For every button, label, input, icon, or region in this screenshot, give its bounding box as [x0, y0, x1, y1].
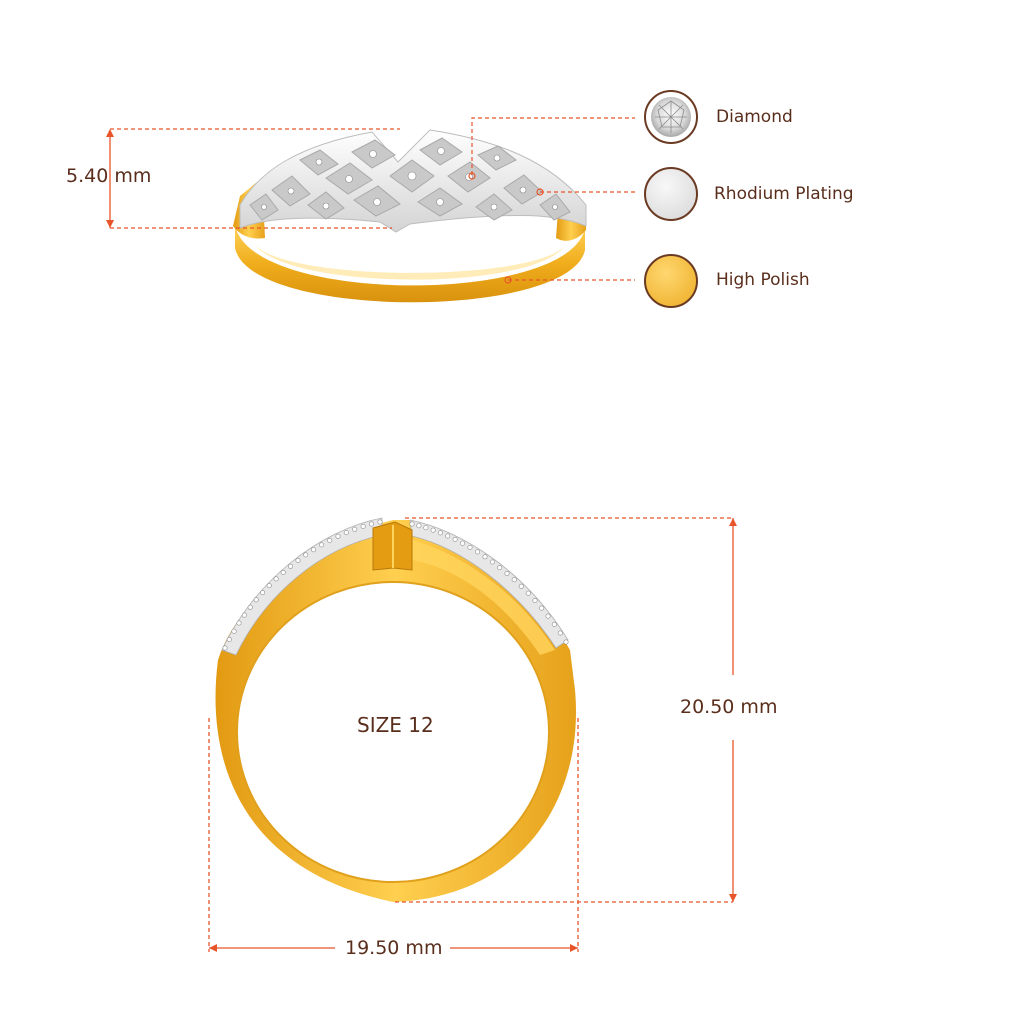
pave-dot [445, 533, 451, 539]
ring-height-label: 20.50 mm [680, 696, 778, 718]
pave-dot [474, 549, 480, 555]
pave-dot [525, 590, 531, 596]
legend-rhodium-label: Rhodium Plating [714, 184, 854, 204]
top-height-label: 5.40 mm [66, 165, 152, 187]
legend-high-polish-label: High Polish [716, 270, 810, 290]
pave-dot [545, 613, 551, 619]
pave-dot [459, 540, 465, 546]
pave-dot [437, 530, 443, 536]
legend-diamond-label: Diamond [716, 107, 793, 127]
diamond-gem-icon [644, 90, 698, 144]
ring-height-dimension [395, 517, 737, 903]
pave-dot [222, 645, 228, 651]
pave-dot [241, 612, 247, 618]
pave-dot [303, 552, 309, 558]
legend-leader-dots [468, 172, 544, 284]
pave-dot [287, 563, 293, 569]
legend-leaders [471, 117, 635, 281]
ring-front-view [233, 129, 587, 303]
pave-dot [247, 604, 253, 610]
ring-inner-shine [255, 245, 565, 280]
pave-dot [423, 525, 429, 531]
pave-dot [511, 577, 517, 583]
pave-dot [231, 628, 237, 634]
pave-dot [539, 605, 545, 611]
pave-dot [335, 533, 341, 539]
pave-dot [489, 559, 495, 565]
ring-side-view [215, 517, 577, 902]
pave-dot [253, 597, 259, 603]
pave-dot [377, 519, 383, 525]
pave-diamonds [261, 147, 558, 211]
ring-pave-edge-left [221, 517, 383, 656]
pave-dot [360, 523, 366, 529]
ring-shoulder-highlight [412, 540, 555, 655]
pave-dot [311, 547, 317, 553]
pave-dot [551, 621, 557, 627]
pave-dots [222, 519, 569, 651]
pave-dot [343, 530, 349, 536]
pave-dot [273, 576, 279, 582]
pave-dot [467, 544, 473, 550]
pave-dot [497, 565, 503, 571]
pave-dot [452, 536, 458, 542]
pave-dot [327, 537, 333, 543]
pave-dot [295, 557, 301, 563]
top-height-dimension [106, 128, 400, 229]
pave-dot [504, 570, 510, 576]
pave-dot [563, 639, 569, 645]
pave-dot [368, 521, 374, 527]
pave-dot [260, 590, 266, 596]
ring-inner-hole [237, 582, 549, 882]
pave-dot [430, 527, 436, 533]
pave-dot [409, 521, 415, 527]
gold-swatch-icon [644, 254, 698, 308]
pave-dot [557, 630, 563, 636]
pave-dot [266, 583, 272, 589]
ring-size-label: SIZE 12 [357, 713, 434, 737]
pave-dot [518, 583, 524, 589]
rhodium-swatch-icon [644, 167, 698, 221]
ring-width-dimension [208, 718, 579, 952]
pave-dot [532, 597, 538, 603]
ring-pave-edge-right [409, 519, 569, 649]
pave-dot [236, 620, 242, 626]
pave-dot [319, 542, 325, 548]
ring-width-label: 19.50 mm [345, 937, 443, 959]
pave-dot [416, 523, 422, 529]
ring-inner-band [235, 225, 585, 303]
pave-dot [280, 569, 286, 575]
pave-dot [226, 636, 232, 642]
pave-dot [482, 554, 488, 560]
pave-dot [352, 526, 358, 532]
